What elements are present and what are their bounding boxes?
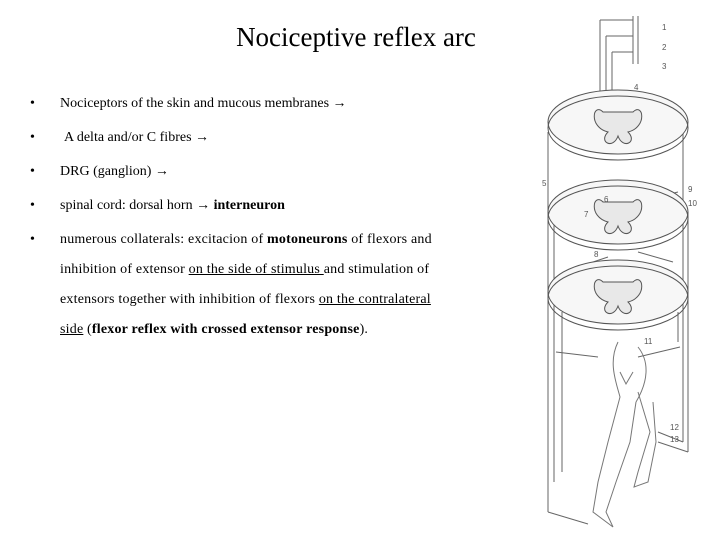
bullet-text-line-3: extensors together with inhibition of fl… xyxy=(30,292,500,322)
nerve-fibres xyxy=(547,16,689,525)
bullet-text: DRG (ganglion) → xyxy=(60,164,169,180)
bullet-dot: • xyxy=(30,198,35,213)
label-10: 10 xyxy=(688,199,697,208)
flexor-reflex-term: flexor reflex with crossed extensor resp… xyxy=(91,322,360,337)
text-run: and stimulation of xyxy=(323,262,430,277)
label-13: 13 xyxy=(670,435,679,444)
bullet-text-line-2: inhibition of extensor on the side of st… xyxy=(30,262,500,292)
human-figure xyxy=(592,341,657,528)
bullet-item-2: • A delta and/or C fibres → xyxy=(30,130,500,164)
bullet-list: • Nociceptors of the skin and mucous mem… xyxy=(30,96,500,352)
reflex-arc-illustration: 1 2 3 4 5 6 7 8 9 10 11 12 13 xyxy=(542,16,697,528)
drg-rest: (ganglion) → xyxy=(89,164,169,179)
bullet-item-5: • numerous collaterals: excitacion of mo… xyxy=(30,232,500,262)
text-run: ( xyxy=(83,322,92,337)
spinal-cord-segment-1 xyxy=(547,89,689,161)
bullet-item-1: • Nociceptors of the skin and mucous mem… xyxy=(30,96,500,130)
side-of-stimulus-underlined: on the side of stimulus xyxy=(188,262,324,277)
label-12: 12 xyxy=(670,423,679,432)
side-underlined: side xyxy=(60,322,84,337)
label-8: 8 xyxy=(594,250,599,259)
text-run: of flexors and xyxy=(347,232,432,247)
label-7: 7 xyxy=(584,210,589,219)
bullet-text-line-4: side (flexor reflex with crossed extenso… xyxy=(30,322,500,352)
label-1: 1 xyxy=(662,23,667,32)
motoneurons-term: motoneurons xyxy=(267,232,348,247)
text-run: extensors together with inhibition of fl… xyxy=(60,292,319,307)
bullet-dot: • xyxy=(30,96,35,111)
drg-term: DRG xyxy=(60,164,90,179)
label-6: 6 xyxy=(604,195,609,204)
text-run: inhibition of extensor xyxy=(60,262,189,277)
label-5: 5 xyxy=(542,179,547,188)
contralateral-underlined: on the contralateral xyxy=(318,292,431,307)
text-run: numerous collaterals: excitacion of xyxy=(60,232,268,247)
text-run: ). xyxy=(359,322,369,337)
spinal-cord-text: spinal cord: dorsal horn → xyxy=(60,198,214,213)
bullet-text: A delta and/or C fibres → xyxy=(64,130,210,145)
bullet-text: Nociceptors of the skin and mucous membr… xyxy=(60,96,347,111)
slide-title: Nociceptive reflex arc xyxy=(236,22,476,52)
bullet-text: spinal cord: dorsal horn → interneuron xyxy=(60,198,285,214)
interneuron-term: interneuron xyxy=(213,198,285,213)
bullet-dot: • xyxy=(30,130,35,145)
bullet-dot: • xyxy=(30,232,35,247)
spinal-cord-segment-3 xyxy=(547,259,689,331)
bullet-text-line-1: numerous collaterals: excitacion of moto… xyxy=(60,232,432,248)
label-9: 9 xyxy=(688,185,693,194)
label-4: 4 xyxy=(634,83,639,92)
label-2: 2 xyxy=(662,43,667,52)
figure-number-labels: 1 2 3 4 5 6 7 8 9 10 11 12 13 xyxy=(542,23,697,444)
bullet-dot: • xyxy=(30,164,35,179)
label-3: 3 xyxy=(662,62,667,71)
label-11: 11 xyxy=(644,337,653,346)
spinal-cord-segment-2 xyxy=(547,179,689,251)
bullet-item-3: • DRG (ganglion) → xyxy=(30,164,500,198)
bullet-item-4: • spinal cord: dorsal horn → interneuron xyxy=(30,198,500,232)
